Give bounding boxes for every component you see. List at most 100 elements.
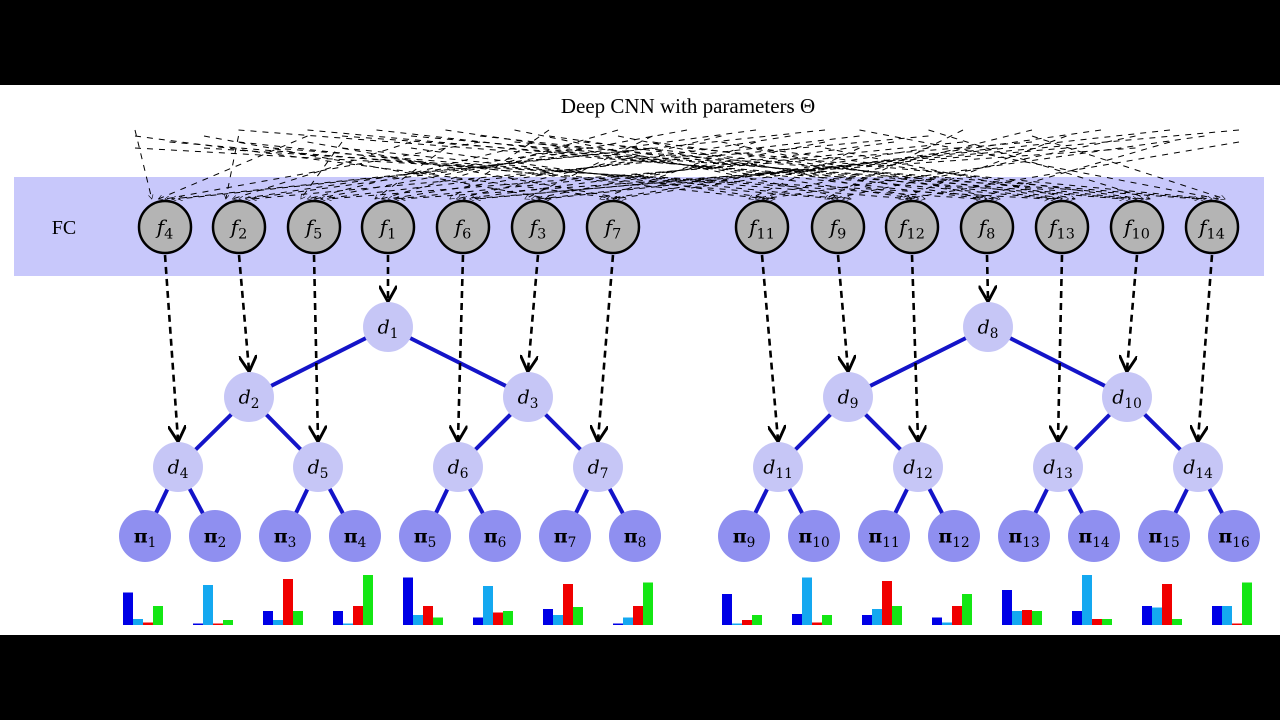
input-connection	[613, 129, 1102, 199]
leaf-node: π2	[189, 510, 241, 562]
f-node-circle	[1109, 199, 1165, 255]
histogram-bar	[263, 611, 273, 625]
input-connection	[470, 147, 1067, 199]
split-node: d12	[893, 442, 943, 492]
split-node-circle	[433, 442, 483, 492]
input-connection	[825, 129, 964, 199]
input-connection	[531, 141, 826, 199]
split-node-label: d7	[588, 457, 609, 482]
leaf-node-circle	[609, 510, 661, 562]
f-node: f2	[211, 199, 267, 255]
split-node: d13	[1033, 442, 1083, 492]
histogram-bar	[752, 615, 762, 625]
leaf-histogram	[123, 592, 163, 625]
fc-label: FC	[52, 217, 76, 239]
histogram-bar	[563, 584, 573, 625]
histogram-bar	[1082, 575, 1092, 625]
histogram-bar	[792, 614, 802, 625]
leaf-histogram	[193, 585, 233, 625]
histogram-bar	[423, 606, 433, 625]
split-node-circle	[224, 372, 274, 422]
leaf-node-label: π13	[1008, 526, 1039, 551]
routing-arrow	[314, 254, 318, 440]
f-node: f8	[959, 199, 1015, 255]
histogram-bar	[123, 592, 133, 625]
f-node-circle	[810, 199, 866, 255]
leaf-node-label: π2	[204, 526, 227, 551]
histogram-bar	[1032, 611, 1042, 625]
input-connection	[928, 129, 1151, 199]
split-node: d3	[503, 372, 553, 422]
leaf-histogram	[613, 582, 653, 625]
leaf-node: π3	[259, 510, 311, 562]
leaf-node-label: π9	[733, 526, 756, 551]
f-node-circle	[211, 199, 267, 255]
f-node-circle	[1034, 199, 1090, 255]
input-connection	[476, 129, 1240, 199]
leaf-node-label: π4	[344, 526, 367, 551]
split-node-circle	[1173, 442, 1223, 492]
histogram-bar	[1152, 607, 1162, 625]
histogram-bar	[962, 594, 972, 625]
leaf-histogram	[1142, 584, 1182, 625]
histogram-bar	[353, 606, 363, 625]
f-node-circle	[286, 199, 342, 255]
input-connection	[514, 141, 1206, 199]
leaf-histogram	[403, 577, 443, 625]
tree-edge	[987, 325, 1128, 399]
split-node-label: d1	[378, 317, 399, 342]
histogram-bar	[293, 611, 303, 625]
histogram-bar	[203, 585, 213, 625]
input-connection	[538, 147, 998, 199]
leaf-node: π12	[928, 510, 980, 562]
leaf-node: π14	[1068, 510, 1120, 562]
histogram-bar	[493, 612, 503, 625]
leaf-node-circle	[469, 510, 521, 562]
input-connection	[410, 135, 1130, 199]
split-node-circle	[153, 442, 203, 492]
leaf-node-label: π7	[554, 526, 577, 551]
split-node: d11	[753, 442, 803, 492]
histogram-bar	[1102, 619, 1112, 625]
leaf-node: π16	[1208, 510, 1260, 562]
leaf-node-circle	[399, 510, 451, 562]
split-node: d8	[963, 302, 1013, 352]
leaf-histogram	[1002, 590, 1042, 625]
f-node: f10	[1109, 199, 1165, 255]
histogram-bar	[1232, 623, 1242, 625]
leaf-histogram	[473, 586, 513, 625]
leaf-node-label: π15	[1148, 526, 1179, 551]
leaf-node-circle	[119, 510, 171, 562]
histogram-bar	[403, 577, 413, 625]
leaf-node-circle	[1208, 510, 1260, 562]
split-node: d4	[153, 442, 203, 492]
histogram-bar	[133, 619, 143, 625]
input-connection	[238, 141, 769, 199]
histogram-bar	[633, 606, 643, 625]
histogram-bar	[1162, 584, 1172, 625]
histogram-bar	[862, 615, 872, 625]
split-node-label: d10	[1112, 387, 1142, 412]
split-node-label: d2	[239, 387, 260, 412]
histogram-bar	[343, 623, 353, 625]
histogram-bar	[623, 617, 633, 625]
routing-arrow	[1058, 254, 1062, 440]
split-node-label: d14	[1183, 457, 1213, 482]
histogram-bar	[742, 620, 752, 625]
f-node: f5	[286, 199, 342, 255]
input-connection	[165, 141, 481, 199]
split-node-circle	[963, 302, 1013, 352]
leaf-node-label: π10	[798, 526, 829, 551]
leaf-node: π7	[539, 510, 591, 562]
routing-arrow	[528, 254, 540, 370]
histogram-bar	[223, 620, 233, 625]
split-node: d2	[224, 372, 274, 422]
input-connection	[899, 135, 1067, 199]
input-connection	[134, 147, 1049, 199]
routing-arrow	[598, 254, 615, 440]
leaf-histogram	[543, 584, 583, 625]
histogram-bar	[1242, 582, 1252, 625]
leaf-node-circle	[998, 510, 1050, 562]
leaf-histogram	[722, 594, 762, 625]
